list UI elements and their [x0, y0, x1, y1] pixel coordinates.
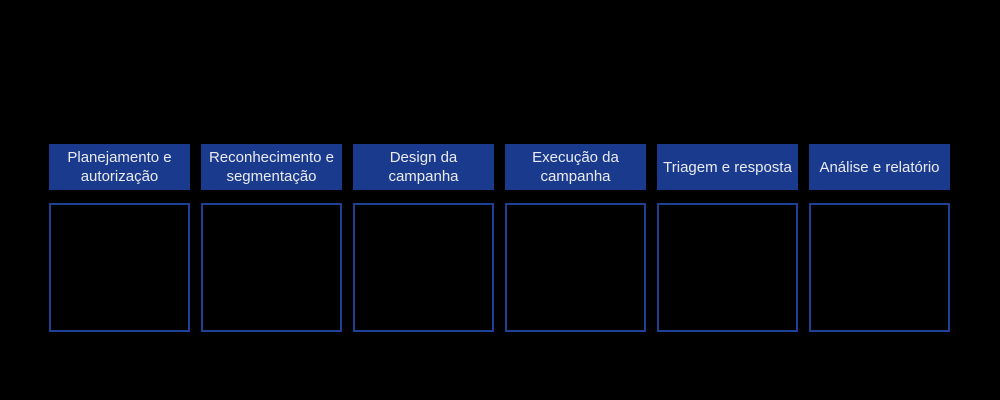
stage-body-box	[353, 203, 494, 332]
stage-body-box	[505, 203, 646, 332]
process-flow: Planejamento e autorização Reconheciment…	[49, 144, 951, 332]
stage-triagem-resposta: Triagem e resposta	[657, 144, 798, 332]
stage-body-box	[657, 203, 798, 332]
stage-body-box	[201, 203, 342, 332]
stage-execucao-campanha: Execução da campanha	[505, 144, 646, 332]
stage-label: Execução da campanha	[532, 149, 619, 185]
stage-header: Design da campanha	[353, 144, 494, 190]
stage-analise-relatorio: Análise e relatório	[809, 144, 950, 332]
stage-label: Reconhecimento e segmentação	[208, 149, 335, 185]
stage-reconhecimento-segmentacao: Reconhecimento e segmentação	[201, 144, 342, 332]
stage-header: Triagem e resposta	[657, 144, 798, 190]
stage-header: Reconhecimento e segmentação	[201, 144, 342, 190]
stage-planejamento-autorizacao: Planejamento e autorização	[49, 144, 190, 332]
stage-header: Planejamento e autorização	[49, 144, 190, 190]
stage-body-box	[49, 203, 190, 332]
stage-label: Planejamento e autorização	[67, 149, 172, 185]
stage-label: Design da campanha	[388, 149, 459, 185]
stage-label: Análise e relatório	[819, 158, 940, 176]
stage-header: Execução da campanha	[505, 144, 646, 190]
stage-label: Triagem e resposta	[663, 158, 792, 176]
stage-design-campanha: Design da campanha	[353, 144, 494, 332]
stage-header: Análise e relatório	[809, 144, 950, 190]
stage-body-box	[809, 203, 950, 332]
